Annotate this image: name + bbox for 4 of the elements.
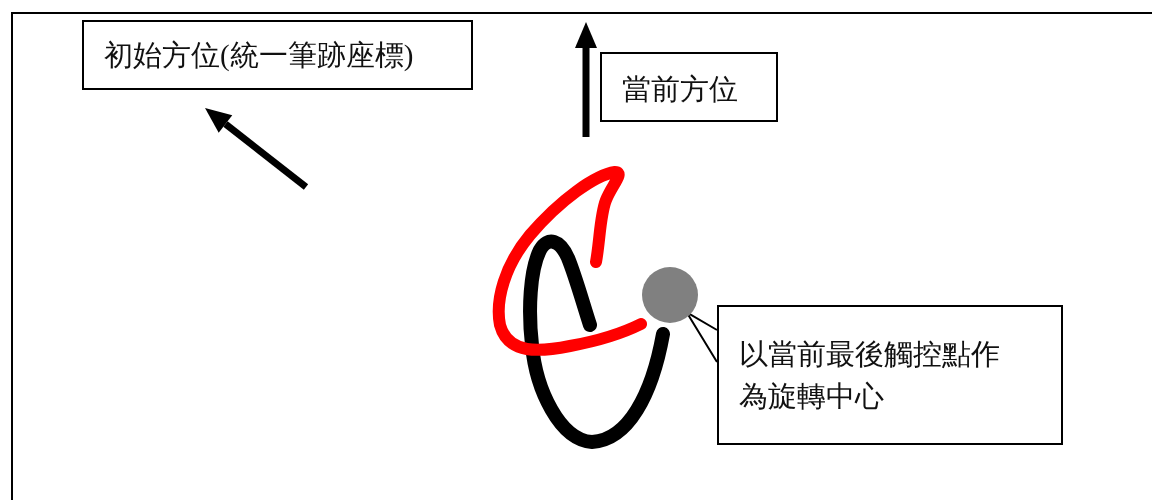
label-box: 當前方位: [600, 52, 778, 122]
label-box: 初始方位(統一筆跡座標): [82, 20, 473, 90]
touch-point-circle: [642, 267, 698, 323]
callout-box: 以當前最後觸控點作為旋轉中心: [717, 305, 1063, 445]
